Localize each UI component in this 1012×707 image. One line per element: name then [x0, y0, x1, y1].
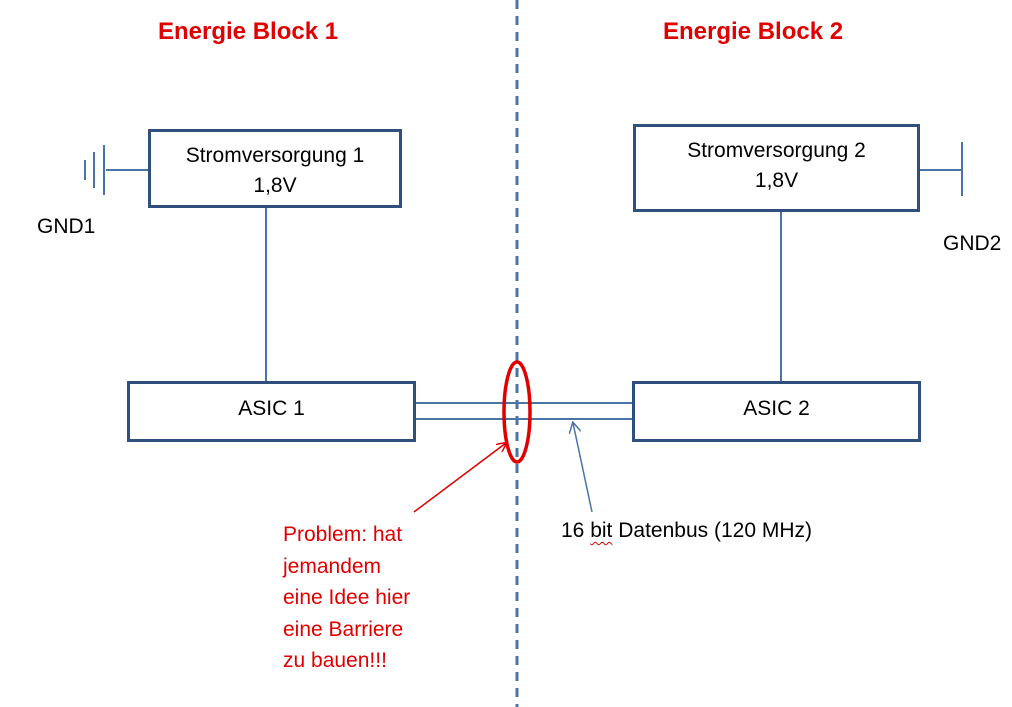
- problem-note: Problem: hat jemandem eine Idee hier ein…: [283, 519, 410, 677]
- ground-2-symbol: [918, 142, 963, 196]
- data-bus-label-rest: Datenbus (120 MHz): [618, 519, 812, 542]
- problem-note-line: eine Barriere: [283, 617, 404, 641]
- asic-1-box: ASIC 1: [127, 381, 416, 442]
- power-supply-2-box: Stromversorgung 2 1,8V: [633, 124, 920, 212]
- data-bus-label: 16 bit Datenbus (120 MHz): [561, 519, 812, 543]
- problem-note-line: zu bauen!!!: [283, 649, 387, 672]
- power-supply-2-name: Stromversorgung 2: [687, 139, 866, 162]
- block-2-title: Energie Block 2: [663, 18, 844, 45]
- ground-1-label: GND1: [37, 215, 96, 238]
- power-supply-1-box: Stromversorgung 1 1,8V: [148, 129, 402, 208]
- problem-ellipse: [502, 360, 532, 464]
- asic-2-box: ASIC 2: [632, 381, 921, 442]
- problem-note-line: eine Idee hier: [283, 586, 411, 609]
- block-1-title: Energie Block 1: [158, 18, 339, 45]
- asic-2-name: ASIC 2: [743, 397, 810, 420]
- ground-2-label: GND2: [943, 232, 1002, 255]
- asic-1-name: ASIC 1: [238, 397, 305, 420]
- problem-arrow: [413, 443, 506, 513]
- problem-note-line: Problem: hat: [283, 523, 403, 546]
- data-bus-label-width: 16: [561, 519, 585, 542]
- problem-note-line: jemandem: [283, 554, 382, 578]
- power-supply-2-voltage: 1,8V: [754, 169, 799, 192]
- bus-arrow: [573, 423, 593, 513]
- ground-1-symbol: [84, 145, 150, 195]
- power-supply-1-name: Stromversorgung 1: [185, 144, 365, 167]
- data-bus-label-bit: bit: [590, 519, 613, 542]
- power-supply-1-voltage: 1,8V: [253, 174, 297, 197]
